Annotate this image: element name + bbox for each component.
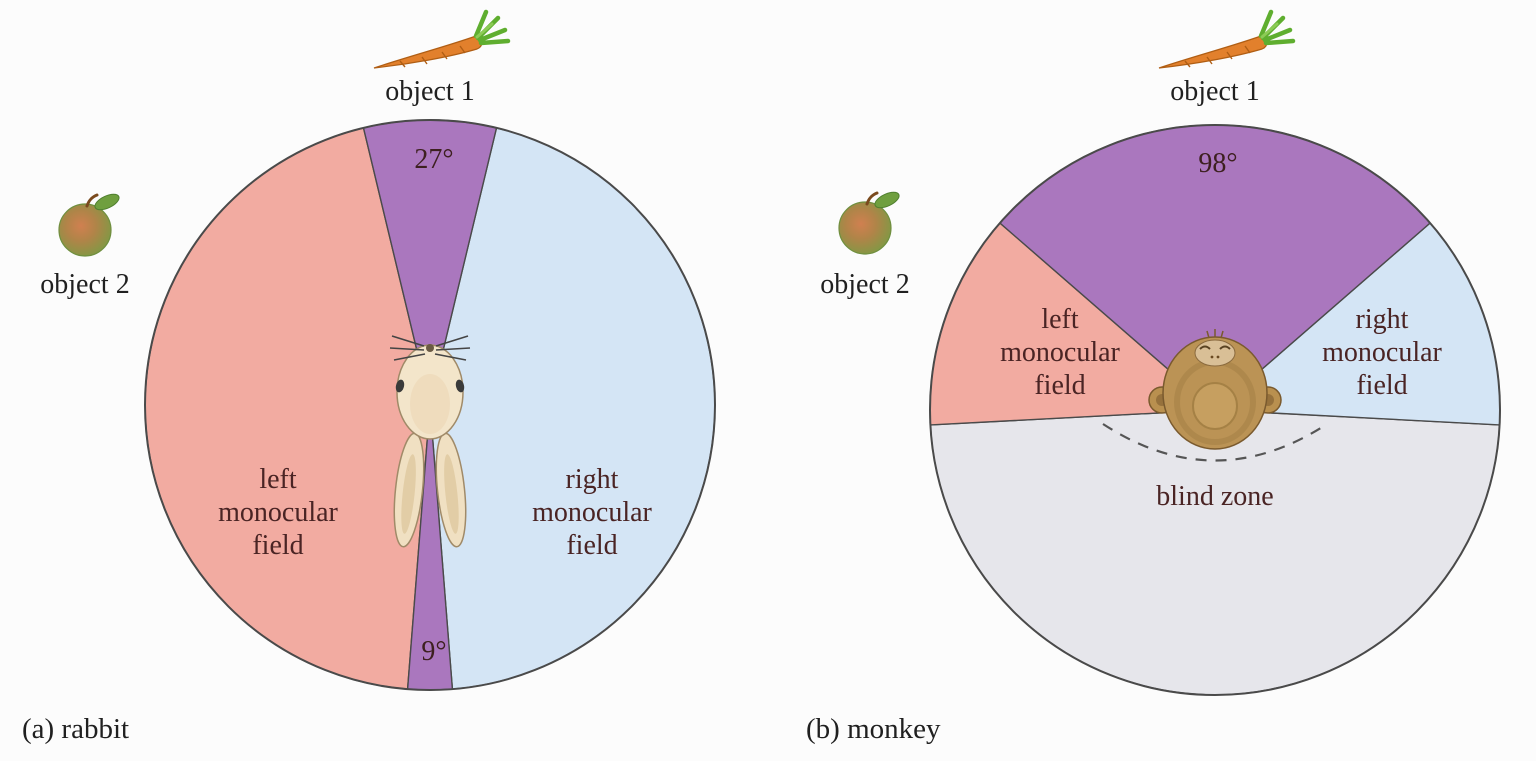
monkey-head-illustration <box>1148 329 1282 450</box>
right-field-line1: right <box>1356 304 1409 335</box>
monkey-head-tuft <box>1206 329 1224 339</box>
left-field-line1: left <box>1041 304 1079 335</box>
right-field-line2: monocular <box>532 497 652 528</box>
right-field-line3: field <box>1356 370 1407 401</box>
rabbit-whiskers-right <box>434 335 471 361</box>
object2-label: object 2 <box>820 269 909 300</box>
monkey-nostril-left <box>1210 355 1214 359</box>
object2-label: object 2 <box>40 269 129 300</box>
right-monocular-field-label: right monocular field <box>532 464 652 561</box>
left-field-line2: monocular <box>218 497 338 528</box>
blind-zone-label: blind zone <box>1156 481 1273 512</box>
rabbit-face-shading <box>410 374 450 434</box>
panel-monkey: object 1 object 2 98° left monocular fie… <box>806 12 1501 745</box>
monkey-blind-zone-wedge <box>929 409 1501 696</box>
rabbit-ear-right-inner <box>444 454 459 534</box>
rear-angle-label: 9° <box>421 636 446 667</box>
rabbit-whiskers-left <box>389 335 426 361</box>
rabbit-eye-left <box>395 379 405 393</box>
object1-label: object 1 <box>1170 76 1259 107</box>
left-field-line1: left <box>259 464 297 495</box>
rabbit-field-circle-outline <box>144 119 716 691</box>
apple-icon <box>57 189 123 258</box>
binocular-angle-label: 27° <box>414 144 453 175</box>
panel-rabbit: object 1 object 2 27° 9° left monocular … <box>22 12 716 745</box>
monkey-nostril-right <box>1216 355 1220 359</box>
panel-a-caption: (a) rabbit <box>22 713 129 745</box>
carrot-icon <box>1159 12 1293 68</box>
rabbit-eye-right <box>455 379 465 393</box>
panel-b-caption: (b) monkey <box>806 713 941 745</box>
carrot-icon <box>374 12 508 68</box>
left-field-line2: monocular <box>1000 337 1120 368</box>
left-field-line3: field <box>1034 370 1085 401</box>
rabbit-nose <box>426 344 434 352</box>
left-monocular-field-label: left monocular field <box>218 464 338 561</box>
blind-zone-arc <box>1102 423 1328 462</box>
right-field-line3: field <box>566 530 617 561</box>
binocular-angle-label: 98° <box>1198 148 1237 179</box>
left-monocular-field-label: left monocular field <box>1000 304 1120 401</box>
object1-label: object 1 <box>385 76 474 107</box>
right-monocular-field-label: right monocular field <box>1322 304 1442 401</box>
monkey-eye-right <box>1219 345 1231 350</box>
right-field-line2: monocular <box>1322 337 1442 368</box>
monkey-hair-ring-inner <box>1192 382 1238 430</box>
rabbit-ear-left-inner <box>401 454 416 534</box>
monkey-face <box>1194 339 1236 367</box>
left-field-line3: field <box>252 530 303 561</box>
apple-icon <box>837 187 903 256</box>
monkey-eye-left <box>1199 345 1211 350</box>
monkey-field-circle-outline <box>929 124 1501 696</box>
rabbit-head-illustration <box>389 335 471 548</box>
right-field-line1: right <box>566 464 619 495</box>
